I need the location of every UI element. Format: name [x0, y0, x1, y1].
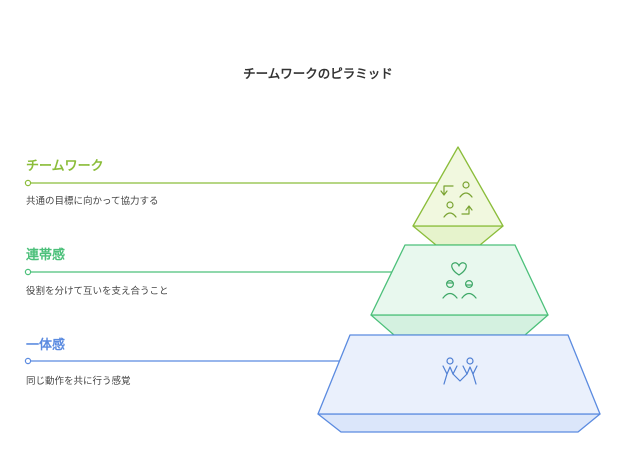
- level-description-solidarity: 役割を分けて互いを支え合うこと: [26, 285, 169, 297]
- tier-face-solidarity: [370, 244, 549, 316]
- tier-face-unity: [317, 334, 601, 415]
- connector-dot-teamwork: [24, 179, 32, 187]
- connector-dot-unity: [24, 357, 32, 365]
- heart-people-icon: [442, 262, 477, 299]
- level-label-teamwork: チームワーク: [26, 159, 104, 174]
- pyramid-level-unity: 一体感 同じ動作を共に行う感覚: [24, 334, 601, 433]
- pyramid-level-solidarity: 連帯感 役割を分けて互いを支え合うこと: [24, 244, 549, 336]
- level-description-teamwork: 共通の目標に向かって協力する: [26, 195, 159, 207]
- dancing-people-icon: [442, 357, 478, 385]
- level-label-unity: 一体感: [26, 337, 65, 353]
- tier-face-teamwork: [412, 146, 504, 227]
- connector-dot-solidarity: [24, 268, 32, 276]
- tier-base-solidarity: [370, 314, 549, 336]
- tier-base-unity: [317, 413, 601, 433]
- tier-base-teamwork: [412, 225, 504, 246]
- swap-people-icon: [440, 181, 473, 218]
- pyramid-level-teamwork: チームワーク 共通の目標に向かって協力する: [24, 146, 504, 246]
- level-description-unity: 同じ動作を共に行う感覚: [26, 375, 131, 387]
- level-label-solidarity: 連帯感: [26, 247, 65, 263]
- diagram-title: チームワークのピラミッド: [243, 66, 393, 81]
